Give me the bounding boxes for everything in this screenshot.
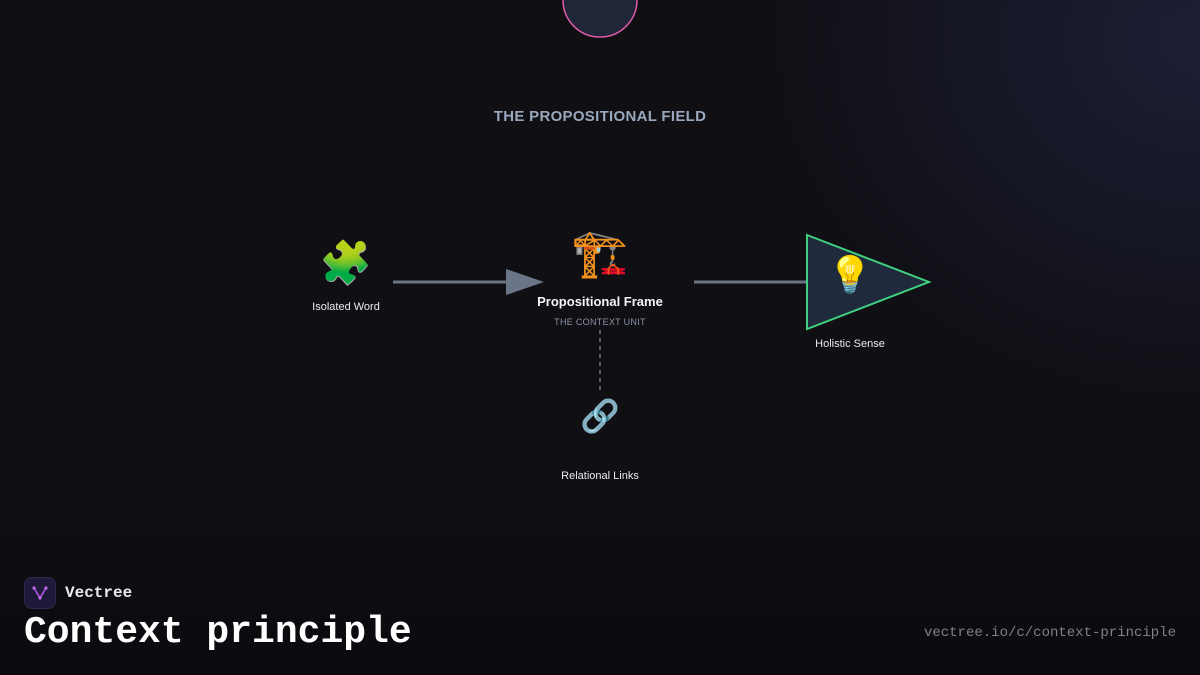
puzzle-icon: 🧩 <box>319 238 373 287</box>
holistic-sense-label: Holistic Sense <box>815 338 885 350</box>
page-url[interactable]: vectree.io/c/context-principle <box>923 625 1176 641</box>
page-title: Context principle <box>24 611 412 654</box>
link-icon: 🔗 <box>580 397 620 435</box>
vectree-logo-icon <box>24 577 56 609</box>
context-unit-sublabel: THE CONTEXT UNIT <box>554 317 646 327</box>
field-label: THE PROPOSITIONAL FIELD <box>493 108 707 125</box>
propositional-frame-label: Propositional Frame <box>537 294 663 309</box>
lightbulb-icon: 💡 <box>827 255 873 296</box>
holistic-sense-triangle <box>806 233 932 331</box>
construction-crane-icon: 🏗️ <box>571 226 629 280</box>
isolated-word-label: Isolated Word <box>312 301 380 313</box>
top-node-circle <box>562 0 638 38</box>
relational-links-label: Relational Links <box>561 470 639 482</box>
brand-name: Vectree <box>65 584 133 602</box>
arrow-word-to-frame-head <box>506 269 544 295</box>
brand: Vectree <box>24 577 132 609</box>
